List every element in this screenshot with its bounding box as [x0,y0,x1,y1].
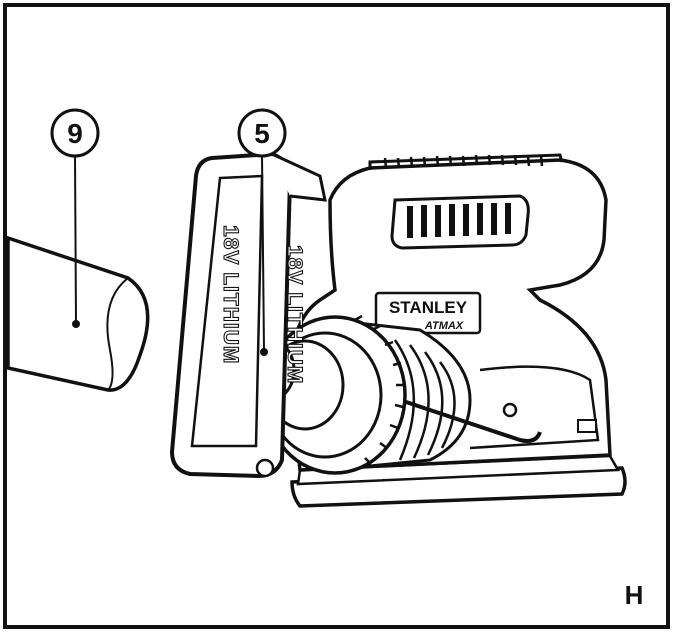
callout-number: 5 [254,118,270,149]
leader-line [74,155,77,323]
callout-5: 5 [237,108,287,356]
callout-9: 9 [50,108,100,328]
figure-label: H [625,580,644,610]
vacuum-hose [6,235,150,392]
leader-line [261,155,265,351]
leader-dot [72,320,80,328]
callout-number: 9 [67,118,83,149]
brand-sub: ATMAX [424,320,464,332]
battery-label: 18V LITHIUM [219,225,242,364]
battery-label-side: 18V LITHIUM [283,245,306,384]
sander-base-pad [290,454,627,508]
leader-dot [260,348,268,356]
battery-pack: 18V LITHIUM 18V LITHIUM [169,151,327,479]
brand-name: STANLEY [389,298,468,317]
brand-badge: STANLEY ATMAX [374,291,482,335]
